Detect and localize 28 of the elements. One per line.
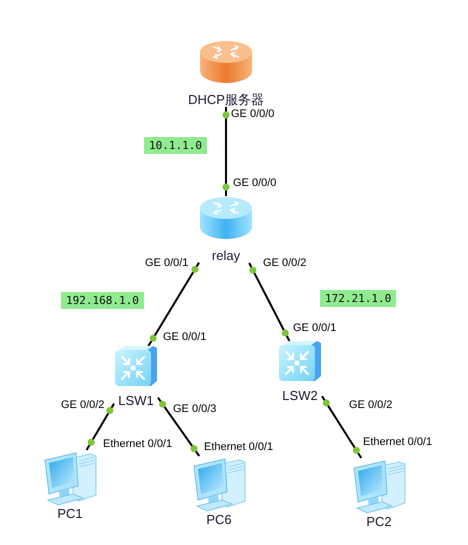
network-address-tag: 172.21.1.0 bbox=[320, 290, 396, 307]
network-address-tag: 10.1.1.0 bbox=[144, 137, 207, 154]
port-label: Ethernet 0/0/1 bbox=[204, 441, 274, 454]
link-line bbox=[148, 262, 200, 347]
network-address-tag: 192.168.1.0 bbox=[61, 292, 144, 309]
link-line bbox=[157, 397, 200, 457]
device-label: PC1 bbox=[57, 506, 83, 521]
device-label: relay bbox=[212, 248, 240, 263]
port-label: GE 0/0/0 bbox=[233, 177, 276, 190]
device-label: DHCP服务器 bbox=[188, 92, 264, 107]
device-label: PC2 bbox=[366, 514, 392, 529]
link-line bbox=[321, 396, 362, 459]
port-label: Ethernet 0/0/1 bbox=[363, 436, 432, 449]
link-line bbox=[225, 107, 227, 196]
link-line bbox=[248, 262, 290, 342]
link-line bbox=[86, 403, 115, 450]
port-label: GE 0/0/1 bbox=[163, 331, 206, 344]
port-label: GE 0/0/2 bbox=[61, 399, 104, 412]
device-label: LSW1 bbox=[118, 393, 154, 408]
port-label: GE 0/0/2 bbox=[263, 257, 306, 270]
device-label: LSW2 bbox=[282, 388, 318, 403]
port-label: GE 0/0/1 bbox=[293, 322, 336, 335]
port-label: GE 0/0/3 bbox=[173, 403, 216, 416]
device-label: PC6 bbox=[206, 512, 232, 527]
port-label: GE 0/0/0 bbox=[231, 108, 274, 121]
port-label: GE 0/0/2 bbox=[349, 399, 392, 412]
port-label: Ethernet 0/0/1 bbox=[103, 438, 172, 451]
port-label: GE 0/0/1 bbox=[145, 257, 188, 270]
